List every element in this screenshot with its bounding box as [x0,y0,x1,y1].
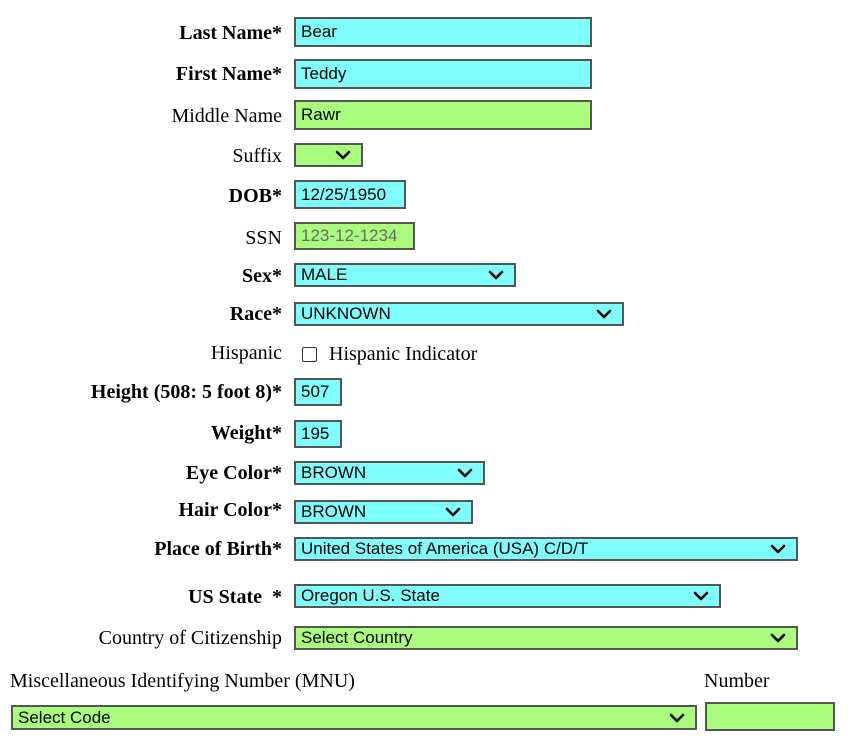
us-state-select[interactable]: Oregon U.S. State [294,584,721,608]
dob-input[interactable]: 12/25/1950 [294,180,406,209]
mnu-number-label: Number [704,670,770,692]
citizenship-select[interactable]: Select Country [294,626,798,650]
sex-label: Sex* [242,265,282,287]
mnu-code-select[interactable]: Select Code [11,705,697,730]
last-name-label: Last Name* [179,22,282,44]
chevron-down-icon [596,308,612,320]
chevron-down-icon [335,149,351,161]
height-input[interactable]: 507 [294,378,342,406]
chevron-down-icon [669,712,685,724]
first-name-label: First Name* [175,63,282,85]
chevron-down-icon [457,467,473,479]
sex-select[interactable]: MALE [294,263,516,287]
mnu-label: Miscellaneous Identifying Number (MNU) [10,670,355,692]
last-name-input[interactable]: Bear [294,17,592,47]
suffix-select[interactable] [294,143,363,167]
middle-name-input[interactable]: Rawr [294,100,592,130]
us-state-label: US State * [188,586,282,608]
place-of-birth-select[interactable]: United States of America (USA) C/D/T [294,537,798,561]
eye-color-label: Eye Color* [185,462,282,484]
suffix-label: Suffix [232,145,282,167]
ssn-input[interactable]: 123-12-1234 [294,222,415,250]
citizenship-label: Country of Citizenship [98,627,282,649]
dob-label: DOB* [228,185,282,207]
weight-input[interactable]: 195 [294,420,342,448]
hispanic-indicator-label: Hispanic Indicator [329,343,478,365]
place-of-birth-label: Place of Birth* [154,538,282,560]
chevron-down-icon [770,543,786,555]
eye-color-select[interactable]: BROWN [294,461,485,485]
chevron-down-icon [488,269,504,281]
ssn-label: SSN [245,227,282,249]
race-select[interactable]: UNKNOWN [294,302,624,326]
race-label: Race* [229,303,282,325]
height-label: Height (508: 5 foot 8)* [90,381,282,403]
hair-color-select[interactable]: BROWN [294,500,473,524]
chevron-down-icon [693,590,709,602]
chevron-down-icon [445,506,461,518]
first-name-input[interactable]: Teddy [294,59,592,89]
mnu-number-input[interactable] [705,702,835,731]
hair-color-label: Hair Color* [178,499,282,521]
chevron-down-icon [770,632,786,644]
weight-label: Weight* [210,422,282,444]
hispanic-checkbox-group: Hispanic Indicator [302,342,477,366]
hispanic-indicator-checkbox[interactable] [302,346,317,362]
middle-name-label: Middle Name [171,105,282,127]
hispanic-label: Hispanic [210,342,282,364]
